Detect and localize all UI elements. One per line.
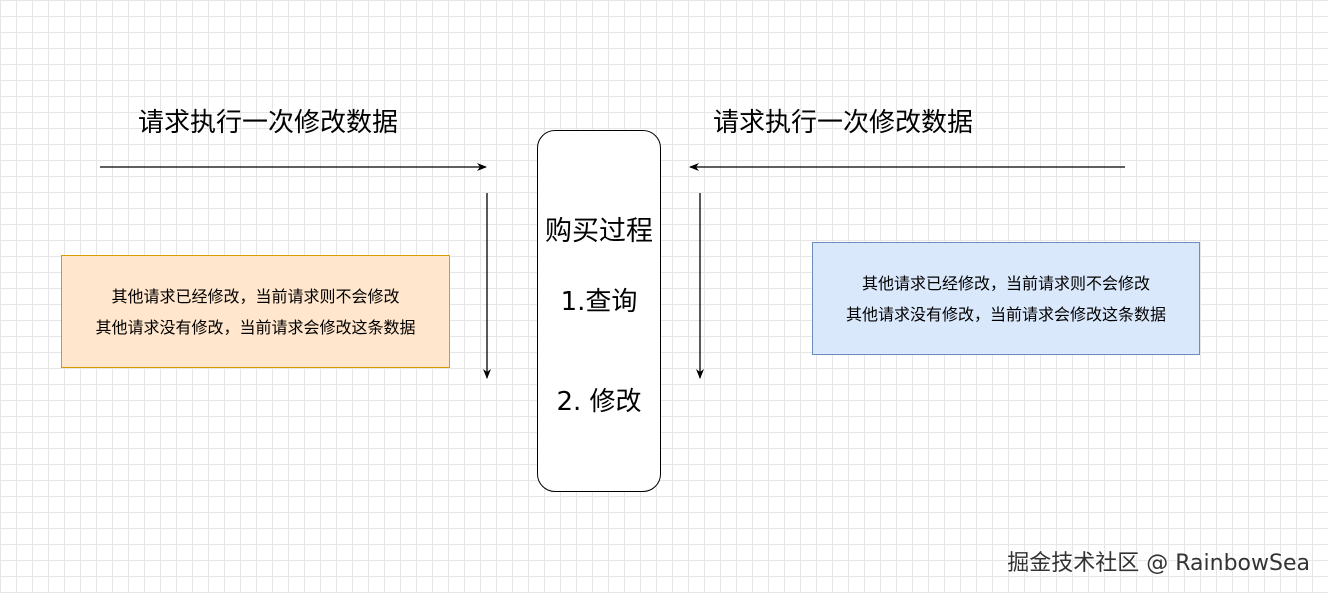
left-note-box: 其他请求已经修改，当前请求则不会修改 其他请求没有修改，当前请求会修改这条数据 [61, 255, 450, 368]
right-note-line1: 其他请求已经修改，当前请求则不会修改 [861, 273, 1150, 293]
purchase-process-box: 购买过程 1.查询 2. 修改 [537, 130, 661, 492]
left-note-line2: 其他请求没有修改，当前请求会修改这条数据 [95, 317, 416, 337]
process-step-modify: 2. 修改 [556, 387, 642, 417]
left-request-label: 请求执行一次修改数据 [138, 108, 399, 138]
process-title: 购买过程 [545, 216, 653, 247]
left-note-line1: 其他请求已经修改，当前请求则不会修改 [111, 286, 400, 306]
process-step-query: 1.查询 [560, 287, 638, 317]
right-request-label: 请求执行一次修改数据 [713, 108, 974, 138]
right-note-box: 其他请求已经修改，当前请求则不会修改 其他请求没有修改，当前请求会修改这条数据 [812, 242, 1200, 355]
right-note-line2: 其他请求没有修改，当前请求会修改这条数据 [845, 304, 1166, 324]
watermark: 掘金技术社区 @ RainbowSea [1007, 551, 1310, 576]
